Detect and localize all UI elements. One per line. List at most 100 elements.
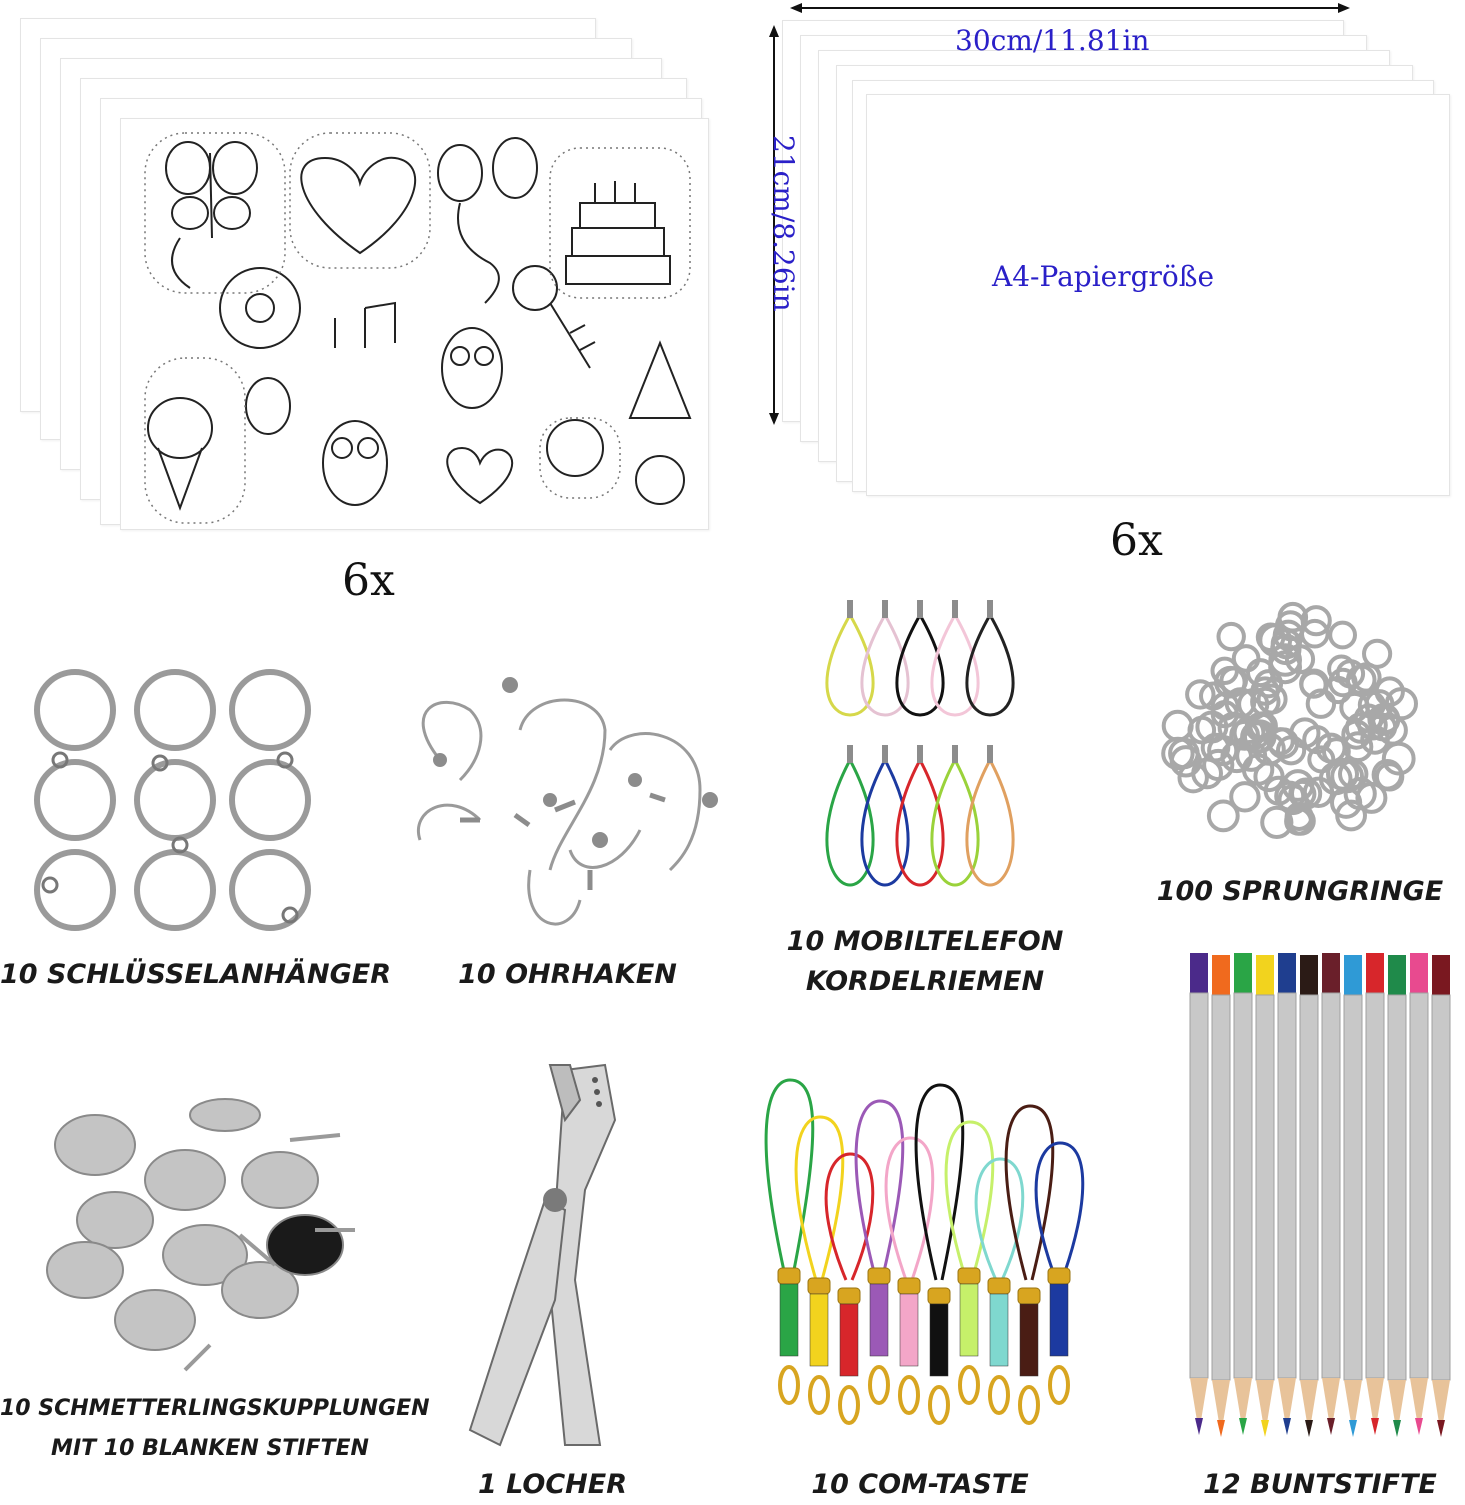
- blank-sheet: [866, 94, 1450, 496]
- party-hat-drawing: [628, 340, 692, 419]
- jump-ring: [1268, 643, 1302, 677]
- pencil-end: [1212, 955, 1230, 995]
- pencil-lead: [1305, 1420, 1313, 1437]
- paper-size-label: A4-Papiergröße: [992, 260, 1215, 293]
- pencil-body: [1387, 994, 1407, 1381]
- pencil-lead: [1195, 1418, 1203, 1435]
- jump-ring: [1229, 719, 1260, 751]
- punch-caption: 1 LOCHER: [477, 1469, 628, 1500]
- pencil-wood: [1212, 1380, 1230, 1435]
- jump-ring: [1224, 687, 1257, 719]
- sheet-drawings: [144, 132, 692, 524]
- pencil-wood: [1410, 1378, 1428, 1433]
- pencil-wood: [1300, 1380, 1318, 1435]
- strap-cap: [1047, 1267, 1071, 1285]
- pencil-body: [1409, 992, 1429, 1379]
- owl-drawing: [322, 420, 388, 506]
- jump-ring: [1250, 686, 1281, 718]
- strap-clasp: [868, 1365, 890, 1405]
- jump-ring: [1374, 762, 1405, 792]
- pencil-body: [1255, 994, 1275, 1381]
- jump-ring: [1341, 719, 1372, 750]
- pencil-lead: [1283, 1418, 1291, 1435]
- music-notes-drawing: [334, 301, 396, 348]
- straps-image: [764, 1078, 1085, 1425]
- strap-braid: [929, 1303, 949, 1377]
- strap-clasp: [778, 1365, 800, 1405]
- hole-punch-image: [468, 1063, 617, 1447]
- strap-cap: [897, 1277, 921, 1295]
- strap-loop: [1004, 1104, 1055, 1281]
- pencil-lead: [1371, 1418, 1379, 1435]
- pencils-image: [1189, 953, 1451, 1437]
- jump-ring: [1300, 618, 1330, 649]
- jump-ring: [1206, 799, 1240, 833]
- strap-braid: [779, 1283, 799, 1357]
- jump-ring: [1161, 709, 1194, 742]
- strap-clasp: [988, 1375, 1010, 1415]
- pencil-wood: [1278, 1378, 1296, 1433]
- strap-cap: [957, 1267, 981, 1285]
- jump-ring: [1335, 799, 1368, 832]
- pencil-end: [1410, 953, 1428, 993]
- pencil-wood: [1234, 1378, 1252, 1433]
- heart-drawing: [300, 156, 417, 255]
- pencil-end: [1190, 953, 1208, 993]
- jump-ring: [1253, 669, 1284, 699]
- blank-sheets-count: 6x: [1110, 515, 1163, 566]
- pencil-end: [1366, 953, 1384, 993]
- pencil-wood: [1256, 1380, 1274, 1435]
- jump-ring: [1357, 709, 1388, 741]
- strap-loop: [794, 1115, 845, 1281]
- pencil-body: [1431, 994, 1451, 1381]
- strap-clasp: [838, 1385, 860, 1425]
- turtle-drawing: [245, 377, 291, 435]
- jump-ring: [1210, 656, 1239, 686]
- strap-loop: [824, 1152, 875, 1281]
- lanyards-image: [825, 600, 1015, 887]
- jump-ring: [1185, 679, 1216, 710]
- pencil-body: [1211, 994, 1231, 1381]
- pencil-body: [1233, 992, 1253, 1379]
- strap-braid: [959, 1283, 979, 1357]
- jump-ring: [1266, 727, 1295, 756]
- jump-ring: [1229, 781, 1261, 813]
- pencil-end: [1256, 955, 1274, 995]
- pencil-body: [1365, 992, 1385, 1379]
- key-drawing: [512, 265, 596, 369]
- jump-ring: [1237, 688, 1270, 721]
- pencil-lead: [1393, 1420, 1401, 1437]
- strap-loop: [944, 1120, 995, 1281]
- pencil-body: [1299, 994, 1319, 1381]
- strap-cap: [777, 1267, 801, 1285]
- height-arrow: [769, 25, 779, 425]
- jump-ring: [1343, 777, 1377, 811]
- pencil-body: [1343, 994, 1363, 1381]
- strap-loop: [914, 1083, 965, 1281]
- strap-clasp: [928, 1385, 950, 1425]
- jump-ring: [1362, 638, 1393, 669]
- flower-drawing: [546, 419, 604, 477]
- jump-ring: [1177, 762, 1209, 794]
- pencil-end: [1278, 953, 1296, 993]
- strap-cap: [927, 1287, 951, 1305]
- jump-ring: [1305, 688, 1337, 719]
- jump-ring: [1202, 748, 1235, 782]
- pencil-wood: [1344, 1380, 1362, 1435]
- pencil-body: [1277, 992, 1297, 1379]
- pencil-body: [1321, 992, 1341, 1379]
- cake-drawing: [565, 181, 671, 285]
- pencil-end: [1388, 955, 1406, 995]
- pencil-lead: [1437, 1420, 1445, 1437]
- jump-ring: [1231, 644, 1261, 673]
- keychains-caption: 10 SCHLÜSSELANHÄNGER: [0, 959, 392, 990]
- strap-loop: [764, 1078, 815, 1281]
- clutches-caption-line2: MIT 10 BLANKEN STIFTEN: [51, 1436, 369, 1461]
- strap-loop: [854, 1099, 905, 1281]
- jump-ring: [1299, 668, 1330, 699]
- pencil-end: [1234, 953, 1252, 993]
- strap-braid: [1019, 1303, 1039, 1377]
- strap-loop: [1034, 1141, 1085, 1281]
- pencil-lead: [1217, 1420, 1225, 1437]
- jump-ring: [1216, 621, 1246, 652]
